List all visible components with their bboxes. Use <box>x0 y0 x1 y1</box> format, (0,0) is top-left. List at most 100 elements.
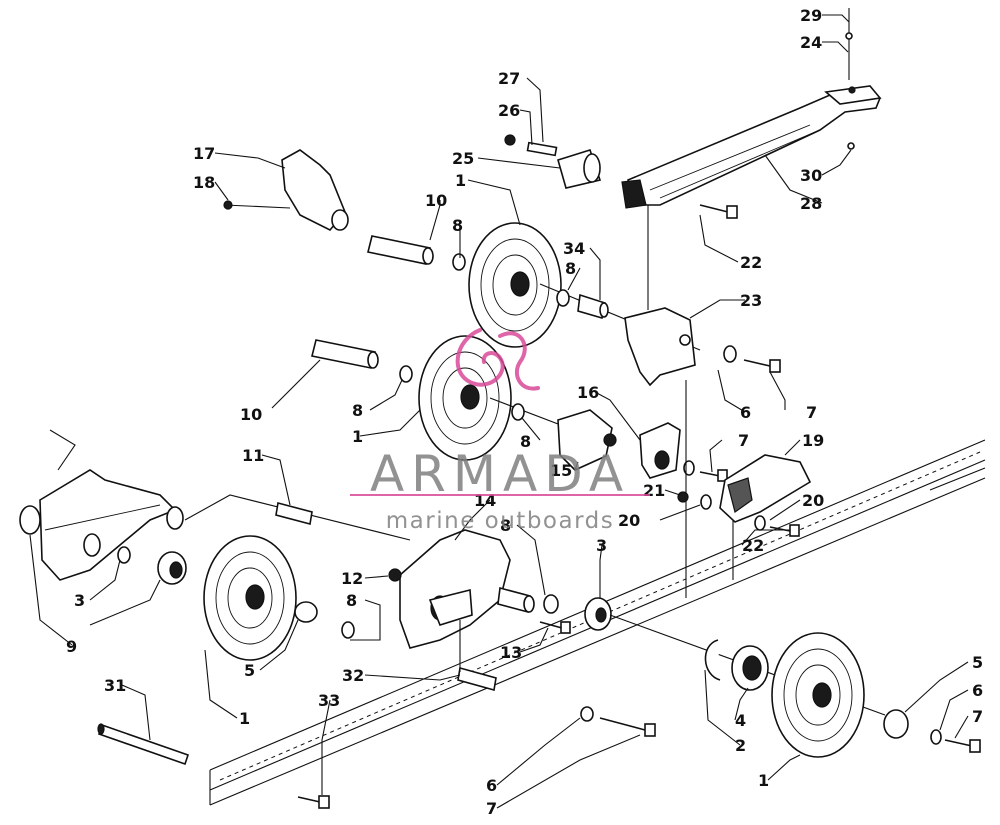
callout-29: 29 <box>800 6 822 25</box>
idler-wheel-1-middle <box>418 335 512 461</box>
callout-1-middle: 1 <box>352 427 363 446</box>
nut-12 <box>388 568 402 582</box>
callout-16: 16 <box>577 383 599 402</box>
bracket-19 <box>719 454 812 580</box>
washer-8-left <box>117 546 131 564</box>
callout-22-upper: 22 <box>740 253 762 272</box>
callout-6-bottom: 6 <box>486 776 497 795</box>
washer-8-right <box>543 594 559 614</box>
seahorse-logo <box>455 328 540 391</box>
bolt-7-upper <box>743 359 781 373</box>
callout-20-right: 20 <box>802 491 824 510</box>
callout-8-spacer: 8 <box>565 259 576 278</box>
bracket-23 <box>624 205 696 387</box>
callout-27: 27 <box>498 69 520 88</box>
idler-wheel-1-lower-left <box>203 535 297 661</box>
callout-17: 17 <box>193 144 215 163</box>
callout-7-middle: 7 <box>738 431 749 450</box>
bushing-3-left <box>157 551 187 585</box>
callout-22-lower: 22 <box>742 536 764 555</box>
watermark: ARMADA marine outboards <box>350 328 650 534</box>
callout-10-middle: 10 <box>240 405 262 424</box>
bushing-3-right <box>584 597 612 631</box>
bolt-33 <box>297 795 330 809</box>
sleeve-25-assembly <box>504 134 602 189</box>
callout-13: 13 <box>500 643 522 662</box>
callout-2: 2 <box>735 736 746 755</box>
washer-5-left <box>294 601 318 623</box>
callout-21: 21 <box>643 481 665 500</box>
callout-6-upper: 6 <box>740 403 751 422</box>
callout-8-lower: 8 <box>346 591 357 610</box>
callout-5-left: 5 <box>244 661 255 680</box>
washer-8-a <box>452 253 466 271</box>
callout-23: 23 <box>740 291 762 310</box>
callout-24: 24 <box>800 33 822 52</box>
washer-8-b <box>556 289 570 307</box>
callout-1-lower-left: 1 <box>239 709 250 728</box>
washer-5-right <box>883 709 909 739</box>
bolt-13 <box>539 621 571 634</box>
tube-10-upper <box>367 235 434 265</box>
callout-32: 32 <box>342 666 364 685</box>
callout-12: 12 <box>341 569 363 588</box>
pivot-arm-9 <box>19 429 184 581</box>
callout-3-right: 3 <box>596 536 607 555</box>
callout-6-right: 6 <box>972 681 983 700</box>
callout-4: 4 <box>735 711 746 730</box>
washer-8-d <box>511 403 525 421</box>
watermark-brand: ARMADA <box>370 445 630 503</box>
callout-8-center: 8 <box>500 516 511 535</box>
callout-7-right: 7 <box>972 707 983 726</box>
callout-8-middle: 8 <box>352 401 363 420</box>
callout-8-upper: 8 <box>452 216 463 235</box>
callout-5-right: 5 <box>972 653 983 672</box>
callout-18: 18 <box>193 173 215 192</box>
idler-wheel-1-upper <box>468 222 562 348</box>
leader-lines <box>29 14 969 809</box>
washer-6-upper <box>723 345 737 363</box>
callout-31: 31 <box>104 676 126 695</box>
bolt-7-middle <box>699 469 728 482</box>
callout-33: 33 <box>318 691 340 710</box>
bracket-17 <box>223 149 349 231</box>
bolt-22-upper <box>699 204 738 219</box>
bolt-7-right <box>944 739 981 753</box>
callout-30: 30 <box>800 166 822 185</box>
tube-10-middle <box>311 339 379 369</box>
spacer-center <box>497 586 535 614</box>
rod-31 <box>97 723 190 766</box>
callout-20-left: 20 <box>618 511 640 530</box>
callout-10-upper: 10 <box>425 191 447 210</box>
callout-19: 19 <box>802 431 824 450</box>
callout-11: 11 <box>242 446 264 465</box>
spacer-11 <box>275 502 313 525</box>
nut-21 <box>677 491 689 503</box>
washer-6-bottom <box>580 706 594 722</box>
spacer-32 <box>457 620 497 692</box>
callout-26: 26 <box>498 101 520 120</box>
watermark-rule <box>350 494 650 496</box>
callout-1-upper: 1 <box>455 171 466 190</box>
spacer-34 <box>577 293 609 320</box>
callout-25: 25 <box>452 149 474 168</box>
washer-8-c <box>399 365 413 383</box>
callout-9: 9 <box>66 637 77 656</box>
callout-7-upper: 7 <box>806 403 817 422</box>
callout-7-bottom: 7 <box>486 799 497 818</box>
callout-28: 28 <box>800 194 822 213</box>
washer-8-lower <box>341 621 355 639</box>
callout-34: 34 <box>563 239 585 258</box>
washer-6-right <box>930 729 942 745</box>
callout-8-wheel: 8 <box>520 432 531 451</box>
bracket-16 <box>639 422 681 479</box>
washer-20-right <box>754 515 766 531</box>
watermark-tagline: marine outboards <box>386 508 614 534</box>
washer-20-left <box>700 494 712 510</box>
retaining-ring-2 <box>704 639 721 681</box>
idler-wheel-1-lower-right <box>771 632 865 758</box>
bolt-7-bottom <box>599 717 656 737</box>
callout-1-lower-right: 1 <box>758 771 769 790</box>
axle-bracket-15 <box>557 409 617 471</box>
